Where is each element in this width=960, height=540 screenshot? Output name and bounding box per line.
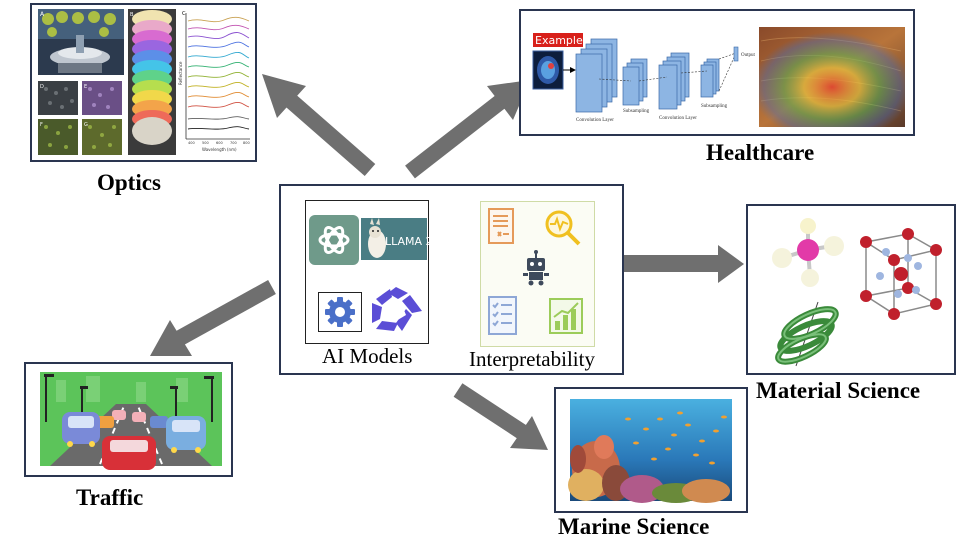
optics-panel-letter-c: C [182,11,186,17]
marine-science-panel [554,387,748,513]
traffic-label: Traffic [76,485,144,510]
robot-icon [523,250,549,286]
llama-icon: LLAMA 2 [361,218,433,260]
llama-label: LLAMA 2 [385,235,433,248]
checklist-icon [488,296,517,335]
optics-x-tick-5: 800 [243,141,250,145]
marine-science-figure [568,399,732,503]
interpretability-label: Interpretability [469,347,595,371]
magnifier-icon [545,210,581,246]
cnn-subsampling-1-label: Subsampling [623,109,650,114]
optics-x-tick-1: 400 [188,141,195,145]
arrow-to-traffic [150,280,276,356]
document-icon [488,208,514,244]
cnn-conv-layer-1-label: Convolution Layer [576,118,614,123]
cnn-subsampling-2-label: Subsampling [701,104,728,109]
cnn-output-label: Output [741,53,756,58]
optics-y-axis-label: Reflectance [178,61,183,85]
healthcare-figure: Example [532,27,905,127]
optics-panel-letter-a: A [40,11,45,18]
optics-panel-letter-g: G [84,122,88,128]
arrow-to-optics [262,74,376,177]
optics-x-tick-4: 700 [230,141,237,145]
optics-x-tick-2: 500 [202,141,209,145]
optics-x-axis-label: Wavelength (nm) [202,147,237,152]
arrow-to-material-science [623,245,744,283]
arrow-to-healthcare [405,80,530,179]
optics-panel-letter-e: E [84,84,87,90]
optics-panel-letter-d: D [40,84,44,90]
gear-icon [318,292,362,332]
material-science-figure [772,218,942,367]
cnn-conv-layer-2-label: Convolution Layer [659,116,697,121]
optics-panel: A D E F G [30,3,257,162]
arrow-to-marine-science [453,383,548,450]
chatgpt-icon [309,215,359,265]
material-science-label: Material Science [756,378,921,403]
healthcare-label: Healthcare [706,140,815,165]
healthcare-panel: Example [519,9,915,136]
optics-panel-letter-b: B [130,12,134,18]
traffic-panel [24,362,233,477]
example-tag: Example [535,34,583,47]
marine-science-label: Marine Science [558,514,710,539]
material-science-panel [746,204,956,375]
bar-chart-icon [549,298,583,334]
optics-figure: A D E F G [38,9,252,155]
optics-x-tick-3: 600 [216,141,223,145]
ai-models-label: AI Models [322,344,413,368]
optics-label: Optics [97,170,161,195]
qwen-icon [372,287,422,331]
optics-panel-letter-f: F [40,122,43,128]
traffic-figure [40,372,222,470]
